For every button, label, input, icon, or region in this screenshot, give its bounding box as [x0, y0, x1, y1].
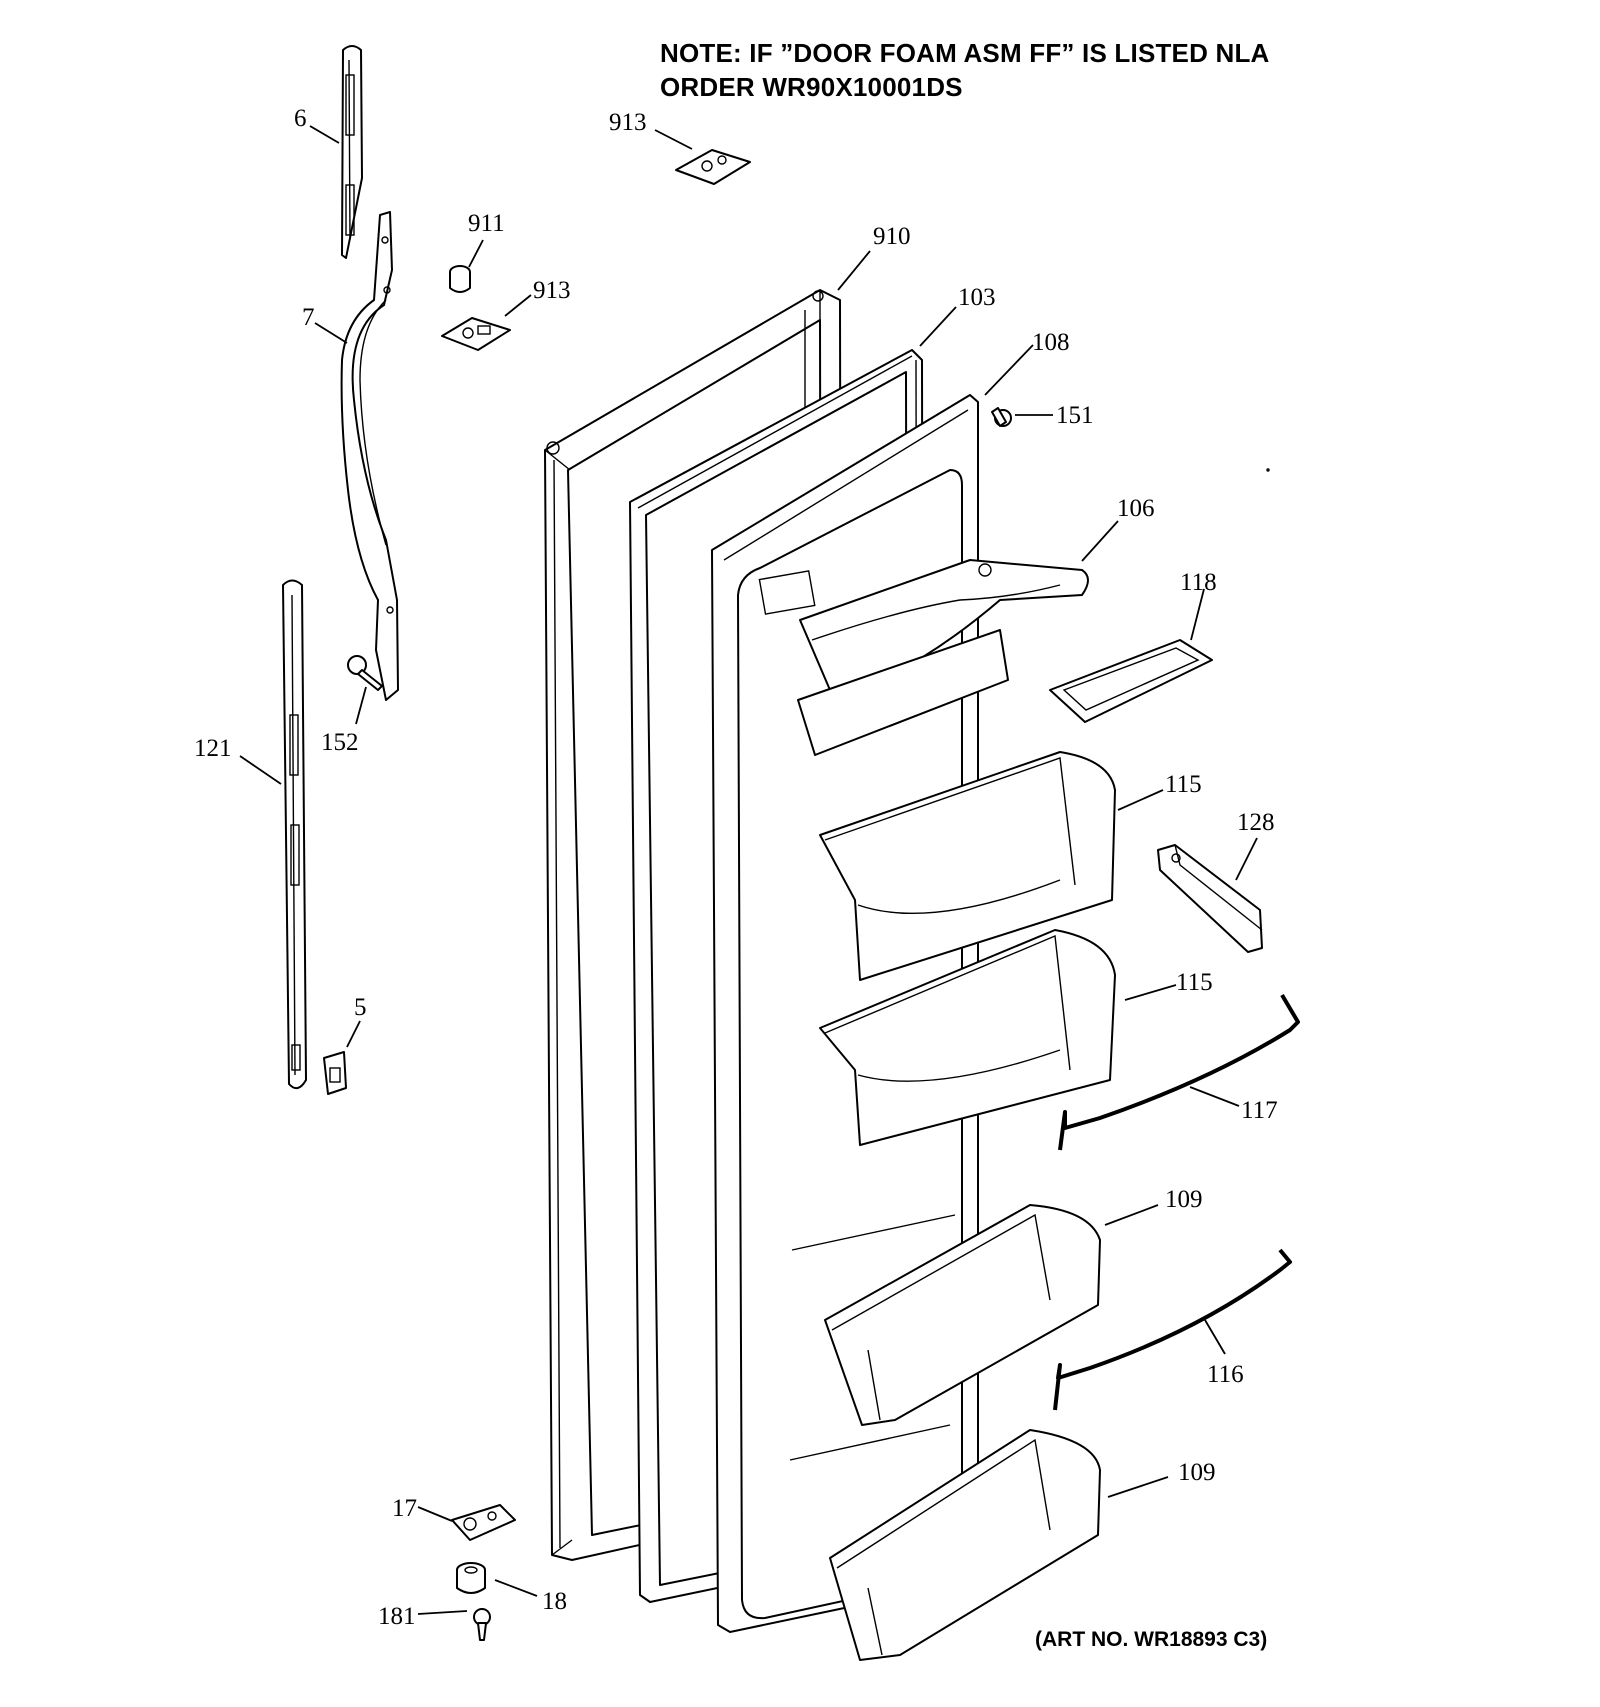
art-number: (ART NO. WR18893 C3) [1035, 1628, 1268, 1651]
part-116-wire-rail[interactable] [1053, 1248, 1292, 1411]
part-128-bracket[interactable] [1157, 844, 1263, 953]
part-7-handle[interactable] [340, 211, 399, 701]
callout-115-lower: 115 [1176, 969, 1213, 996]
callout-109-lower: 109 [1178, 1459, 1216, 1486]
callout-115-upper: 115 [1165, 771, 1202, 798]
part-17-hinge-plate[interactable] [451, 1504, 516, 1541]
callout-910: 910 [873, 223, 911, 250]
note-line-1: NOTE: IF ”DOOR FOAM ASM FF” IS LISTED NL… [660, 38, 1270, 68]
callout-103: 103 [958, 284, 996, 311]
part-115-bin-lower[interactable] [819, 929, 1116, 1146]
part-151-screw[interactable] [991, 407, 1012, 427]
callout-17: 17 [392, 1495, 417, 1522]
part-118-tray[interactable] [1049, 639, 1213, 723]
part-5-clip[interactable] [323, 1051, 347, 1095]
part-152-screw[interactable] [347, 655, 383, 691]
part-18-hinge-pin[interactable] [456, 1562, 486, 1594]
note-line-2: ORDER WR90X10001DS [660, 72, 963, 102]
part-6-handle-trim[interactable] [341, 45, 363, 259]
callout-labels: 6 7 913 911 913 910 103 108 151 106 118 … [194, 105, 1278, 1630]
callout-6: 6 [294, 105, 307, 132]
callout-152: 152 [321, 729, 359, 756]
part-121-trim-strip[interactable] [282, 579, 307, 1090]
part-181-screw[interactable] [473, 1608, 491, 1641]
callout-913-left: 913 [533, 277, 571, 304]
callout-106: 106 [1117, 495, 1155, 522]
callout-18: 18 [542, 1588, 567, 1615]
callout-121: 121 [194, 735, 232, 762]
callout-116: 116 [1207, 1361, 1244, 1388]
callout-181: 181 [378, 1603, 416, 1630]
part-117-wire-rail[interactable] [1058, 993, 1300, 1151]
callout-109-upper: 109 [1165, 1186, 1203, 1213]
part-911-cap[interactable] [449, 265, 471, 293]
part-913-cover-top[interactable] [675, 149, 751, 185]
callout-913-top: 913 [609, 109, 647, 136]
callout-5: 5 [354, 994, 367, 1021]
callout-7: 7 [302, 304, 315, 331]
part-109-door-bin-lower[interactable] [829, 1429, 1101, 1661]
callout-151: 151 [1056, 402, 1094, 429]
part-913-cover-left[interactable] [441, 317, 511, 351]
callout-117: 117 [1241, 1097, 1278, 1124]
part-115-bin-upper[interactable] [819, 751, 1116, 981]
part-106-dairy-door[interactable] [797, 559, 1089, 756]
callout-128: 128 [1237, 809, 1275, 836]
callout-118: 118 [1180, 569, 1217, 596]
part-109-door-bin-upper[interactable] [824, 1204, 1101, 1426]
callout-911: 911 [468, 210, 505, 237]
leader-lines [239, 125, 1258, 1615]
callout-108: 108 [1032, 329, 1070, 356]
